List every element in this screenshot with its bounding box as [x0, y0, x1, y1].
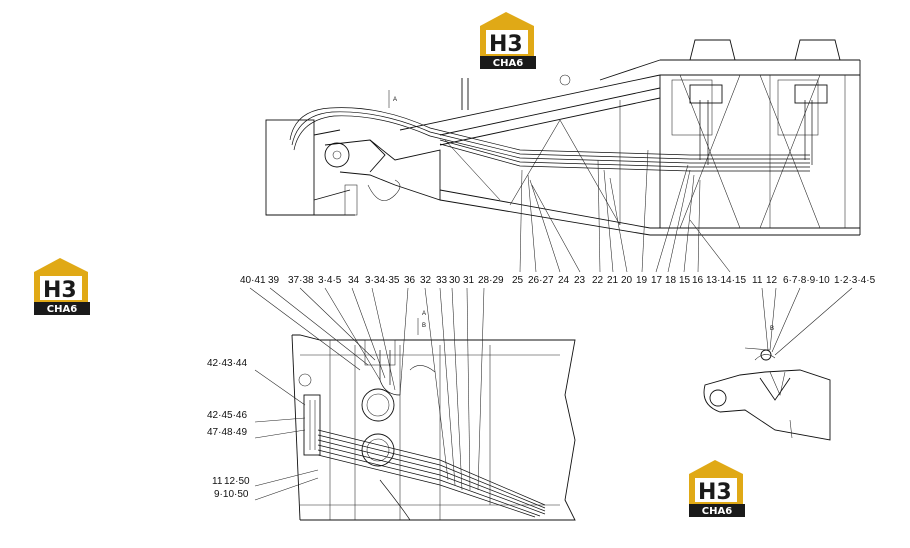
callout-label: 23 [574, 275, 586, 286]
pivot-pin [324, 142, 350, 168]
callout-label: 37·38 [288, 275, 314, 286]
callout-label: 31 [463, 275, 475, 286]
detail-view-b: B [703, 287, 853, 441]
logo-bottom-right: H3 CHA6 [689, 460, 745, 517]
callout-row-middle: 40·41 39 37·38 3·4·5 34 3·34·35 36 32 33… [240, 275, 504, 286]
logo-text: CHA6 [47, 304, 77, 315]
callout-label: 9·10·50 [214, 489, 249, 500]
callout-label: 17 [651, 275, 663, 286]
callout-label: 12·50 [224, 476, 250, 487]
callout-label: 39 [268, 275, 280, 286]
callout-label: 11 [212, 476, 223, 487]
logo-mark: H3 [489, 32, 523, 57]
callout-label: 16 [692, 275, 704, 286]
callout-label: 3·34·35 [365, 275, 400, 286]
logo-left: H3 CHA6 [34, 258, 90, 315]
logo-mark: H3 [698, 480, 732, 505]
callout-stack-left: 42·43·44 42·45·46 47·48·49 11 12·50 9·10… [207, 358, 250, 500]
callout-label: 22 [592, 275, 604, 286]
detail-fitting [760, 349, 772, 361]
callout-label: 21 [607, 275, 619, 286]
flange-circle [361, 433, 395, 467]
callout-label: 40·41 [240, 275, 266, 286]
logo-text: CHA6 [493, 58, 523, 69]
callout-label: 33 [436, 275, 448, 286]
callout-label: 30 [449, 275, 461, 286]
callout-label: 6·7·8·9·10 [783, 275, 830, 286]
callout-label: 11 [752, 275, 763, 286]
callout-label: 19 [636, 275, 648, 286]
callout-label: 13·14·15 [706, 275, 746, 286]
callout-label: 36 [404, 275, 416, 286]
view-a-label: A [393, 97, 397, 103]
callout-label: 32 [420, 275, 432, 286]
top-boom-view: A [265, 39, 861, 236]
callout-label: 42·43·44 [207, 358, 247, 369]
callout-label: 20 [621, 275, 633, 286]
lower-section-view: B A [291, 311, 576, 521]
callout-label: 47·48·49 [207, 427, 247, 438]
logo-top: H3 CHA6 [480, 12, 536, 69]
callout-label: 26·27 [528, 275, 554, 286]
callout-row-top: 25 26·27 24 23 22 21 20 19 17 18 15 16 1… [512, 275, 876, 286]
logo-text: CHA6 [702, 506, 732, 517]
connector-block [303, 394, 321, 456]
callout-label: 42·45·46 [207, 410, 247, 421]
callout-label: 12 [766, 275, 778, 286]
view-b-label: B [422, 323, 426, 329]
callout-label: 3·4·5 [318, 275, 342, 286]
valve-block [794, 84, 828, 104]
callout-label: 1·2·3·4·5 [834, 275, 876, 286]
valve-block [689, 84, 723, 104]
view-a-label: A [422, 311, 426, 317]
callout-label: 18 [665, 275, 677, 286]
callout-label: 34 [348, 275, 360, 286]
callout-label: 28·29 [478, 275, 504, 286]
callout-label: 24 [558, 275, 570, 286]
callout-label: 15 [679, 275, 691, 286]
logo-mark: H3 [43, 278, 77, 303]
top-leader-lines [519, 149, 731, 273]
lower-leader-lines [249, 287, 485, 501]
flange-circle [361, 388, 395, 422]
callout-label: 25 [512, 275, 524, 286]
